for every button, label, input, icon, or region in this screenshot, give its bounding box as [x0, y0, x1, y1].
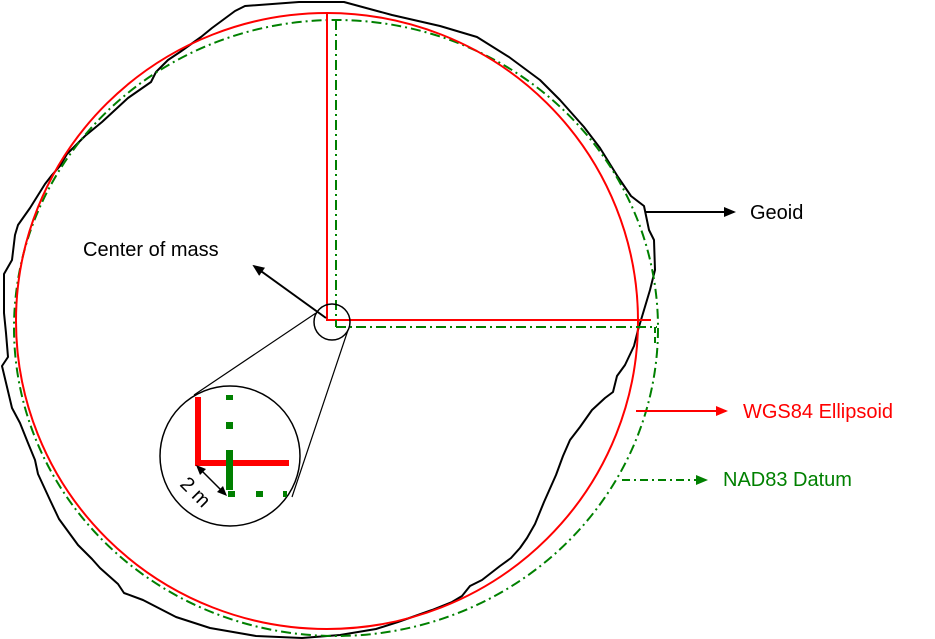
- zoom-nad83-dot-3: [228, 491, 235, 497]
- wgs84-label: WGS84 Ellipsoid: [743, 401, 893, 423]
- geoid-label: Geoid: [750, 202, 803, 224]
- offset-arrowhead-end: [217, 486, 227, 496]
- zoom-nad83-dot-4: [256, 491, 263, 497]
- magnifier-connector-upper: [193, 312, 317, 396]
- zoom-inset: 2 m: [159, 385, 301, 527]
- offset-arrowhead-start: [196, 465, 206, 475]
- center-of-mass-arrow: [252, 264, 327, 319]
- zoom-nad83-dash: [226, 450, 233, 490]
- center-of-mass-label: Center of mass: [83, 239, 219, 261]
- nad83-label: NAD83 Datum: [723, 469, 852, 491]
- magnifier-source-circle: [313, 303, 351, 341]
- magnifier-connector-lower: [291, 329, 349, 498]
- zoom-nad83-dot-1: [226, 395, 233, 400]
- offset-measure-line: [199, 468, 224, 493]
- zoom-nad83-dot-2: [226, 422, 233, 429]
- zoom-nad83-dot-5: [283, 491, 287, 497]
